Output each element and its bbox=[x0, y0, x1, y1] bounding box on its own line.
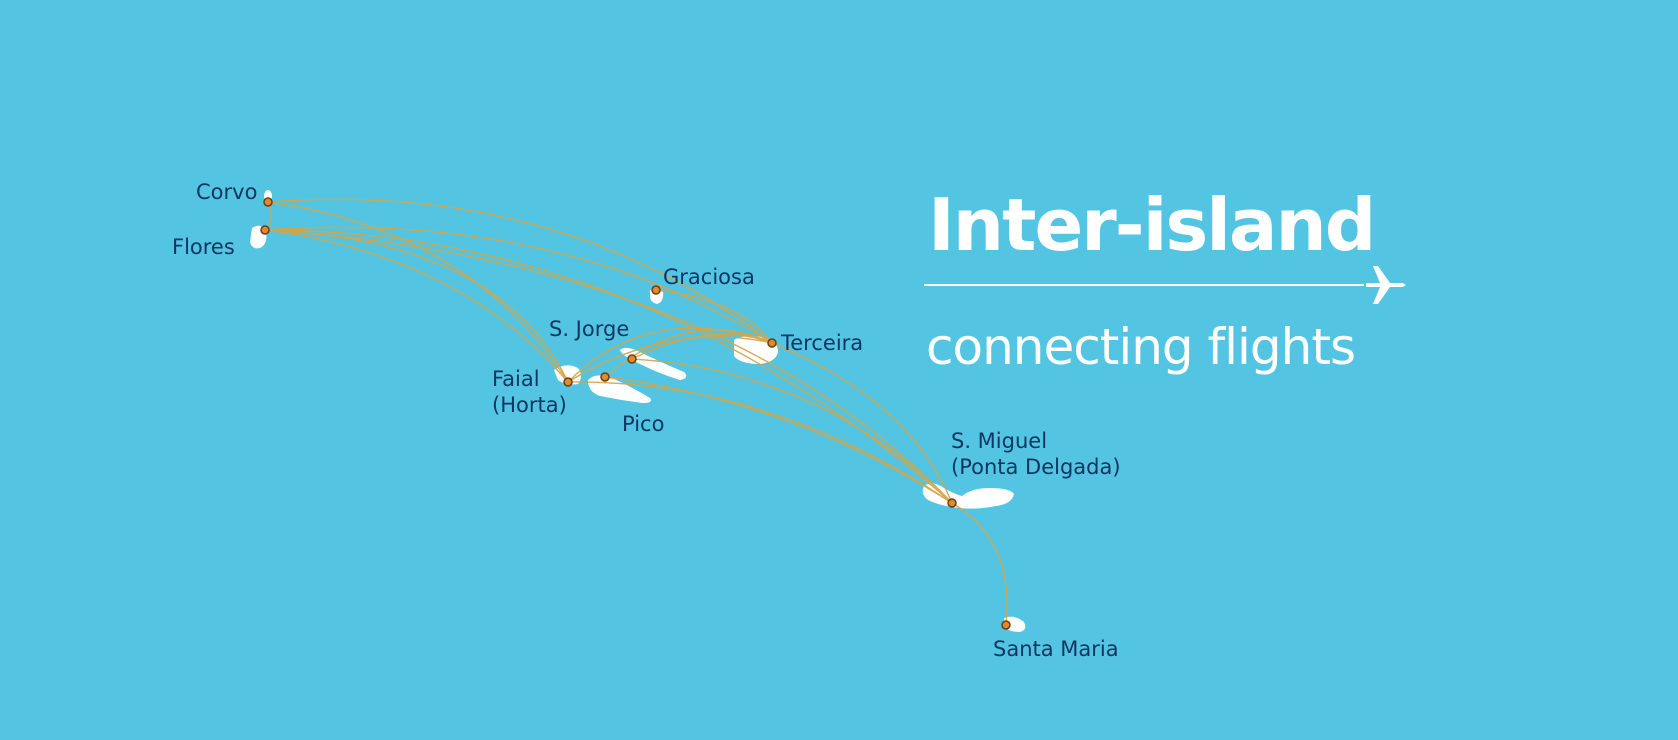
label-graciosa: Graciosa bbox=[663, 264, 755, 290]
route-corvo-faial bbox=[267, 201, 569, 383]
airport-marker-sjorge[interactable] bbox=[627, 354, 637, 364]
label-smiguel-line1: S. Miguel bbox=[951, 429, 1048, 453]
route-faial-terceira-2 bbox=[567, 336, 773, 383]
label-corvo-text: Corvo bbox=[196, 180, 258, 204]
label-smiguel: S. Miguel (Ponta Delgada) bbox=[951, 428, 1121, 480]
route-sjorge-smiguel bbox=[631, 358, 953, 504]
label-corvo: Corvo bbox=[196, 179, 257, 205]
route-flores-smiguel bbox=[264, 229, 953, 504]
label-faial: Faial (Horta) bbox=[492, 366, 567, 418]
route-faial-terceira bbox=[567, 327, 773, 383]
label-sjorge: S. Jorge bbox=[549, 316, 629, 342]
label-flores-text: Flores bbox=[172, 235, 235, 259]
route-flores-terceira bbox=[264, 226, 773, 344]
label-terceira: Terceira bbox=[781, 330, 863, 356]
label-santamaria-text: Santa Maria bbox=[993, 637, 1119, 661]
title-divider bbox=[924, 284, 1364, 286]
label-santamaria: Santa Maria bbox=[993, 636, 1119, 662]
island-sjorge bbox=[620, 347, 687, 380]
route-flores-faial bbox=[264, 229, 569, 383]
airport-marker-corvo[interactable] bbox=[263, 197, 273, 207]
label-pico: Pico bbox=[622, 411, 664, 437]
route-smiguel-santamaria bbox=[951, 502, 1008, 626]
label-pico-text: Pico bbox=[622, 412, 665, 436]
airport-marker-pico[interactable] bbox=[600, 372, 610, 382]
airport-marker-flores[interactable] bbox=[260, 225, 270, 235]
airplane-icon bbox=[1366, 266, 1406, 304]
route-pico-smiguel bbox=[604, 376, 953, 504]
label-flores: Flores bbox=[172, 234, 235, 260]
label-sjorge-text: S. Jorge bbox=[549, 317, 630, 341]
route-pico-terceira bbox=[604, 329, 773, 378]
route-sjorge-terceira bbox=[631, 333, 773, 360]
airport-marker-faial[interactable] bbox=[563, 377, 573, 387]
airport-marker-smiguel[interactable] bbox=[947, 498, 957, 508]
route-faial-smiguel bbox=[567, 381, 953, 504]
label-graciosa-text: Graciosa bbox=[663, 265, 755, 289]
label-smiguel-line2: (Ponta Delgada) bbox=[951, 455, 1121, 479]
label-terceira-text: Terceira bbox=[781, 331, 864, 355]
label-faial-line2: (Horta) bbox=[492, 393, 567, 417]
airport-marker-terceira[interactable] bbox=[767, 338, 777, 348]
airport-marker-santamaria[interactable] bbox=[1001, 620, 1011, 630]
airport-marker-graciosa[interactable] bbox=[651, 285, 661, 295]
route-graciosa-terceira bbox=[655, 289, 773, 344]
route-flores-faial-2 bbox=[264, 229, 569, 383]
route-terceira-smiguel bbox=[771, 342, 953, 504]
page-subtitle: connecting flights bbox=[926, 318, 1356, 376]
page-title: Inter-island bbox=[928, 183, 1376, 267]
label-faial-line1: Faial bbox=[492, 367, 540, 391]
island-terceira bbox=[734, 336, 778, 364]
route-flores-smiguel-2 bbox=[264, 229, 953, 504]
